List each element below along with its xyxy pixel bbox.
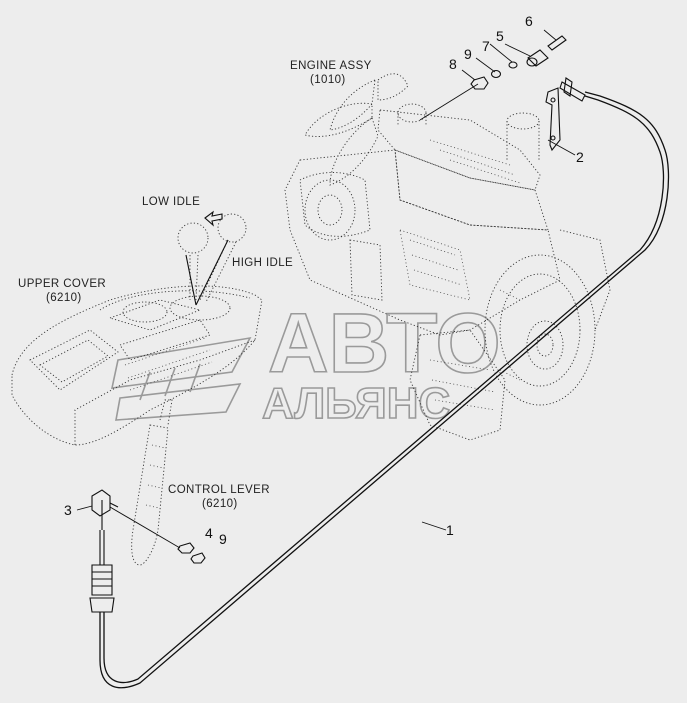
engine-assy-label: ENGINE ASSY (290, 60, 372, 72)
control-lever-code: (6210) (202, 498, 238, 510)
arrow-icon (204, 210, 223, 227)
watermark-logo (110, 336, 252, 421)
leader-lines (76, 29, 576, 549)
upper-cover-code: (6210) (46, 292, 82, 304)
text-labels: ENGINE ASSY (1010) LOW IDLE HIGH IDLE UP… (18, 60, 372, 510)
lock-washer-bottom-icon (190, 552, 206, 564)
callout-9-bottom: 9 (219, 531, 227, 547)
watermark-line1: АВТО (268, 296, 501, 390)
control-lever-label: CONTROL LEVER (168, 484, 270, 496)
callout-4: 4 (205, 525, 213, 541)
upper-cover-label: UPPER COVER (18, 278, 106, 290)
high-idle-label: HIGH IDLE (232, 257, 293, 269)
engine-assy-code: (1010) (310, 74, 346, 86)
fasteners (177, 35, 567, 564)
spacer-icon (527, 49, 549, 67)
callout-8: 8 (449, 56, 457, 72)
bolt-icon (547, 35, 567, 51)
callout-5: 5 (496, 28, 504, 44)
callout-7: 7 (482, 38, 490, 54)
washer-icon (508, 61, 518, 69)
upper-cover-drawing (11, 210, 263, 446)
callout-6: 6 (525, 13, 533, 29)
nut-icon (470, 76, 489, 90)
throttle-cable (89, 77, 670, 689)
callout-1: 1 (446, 522, 454, 538)
watermark-line2: АЛЬЯНС (262, 379, 450, 428)
low-idle-label: LOW IDLE (142, 196, 200, 208)
watermark: АВТО АЛЬЯНС (110, 295, 501, 429)
engine-assembly-drawing (284, 73, 611, 441)
lock-washer-icon (490, 69, 502, 79)
control-lever-drawing (131, 399, 173, 566)
callout-9-top: 9 (464, 46, 472, 62)
callout-numbers: 1 2 3 4 5 6 7 8 9 9 (64, 13, 584, 547)
callout-2: 2 (576, 149, 584, 165)
callout-3: 3 (64, 502, 72, 518)
nut-bottom-icon (177, 542, 195, 554)
